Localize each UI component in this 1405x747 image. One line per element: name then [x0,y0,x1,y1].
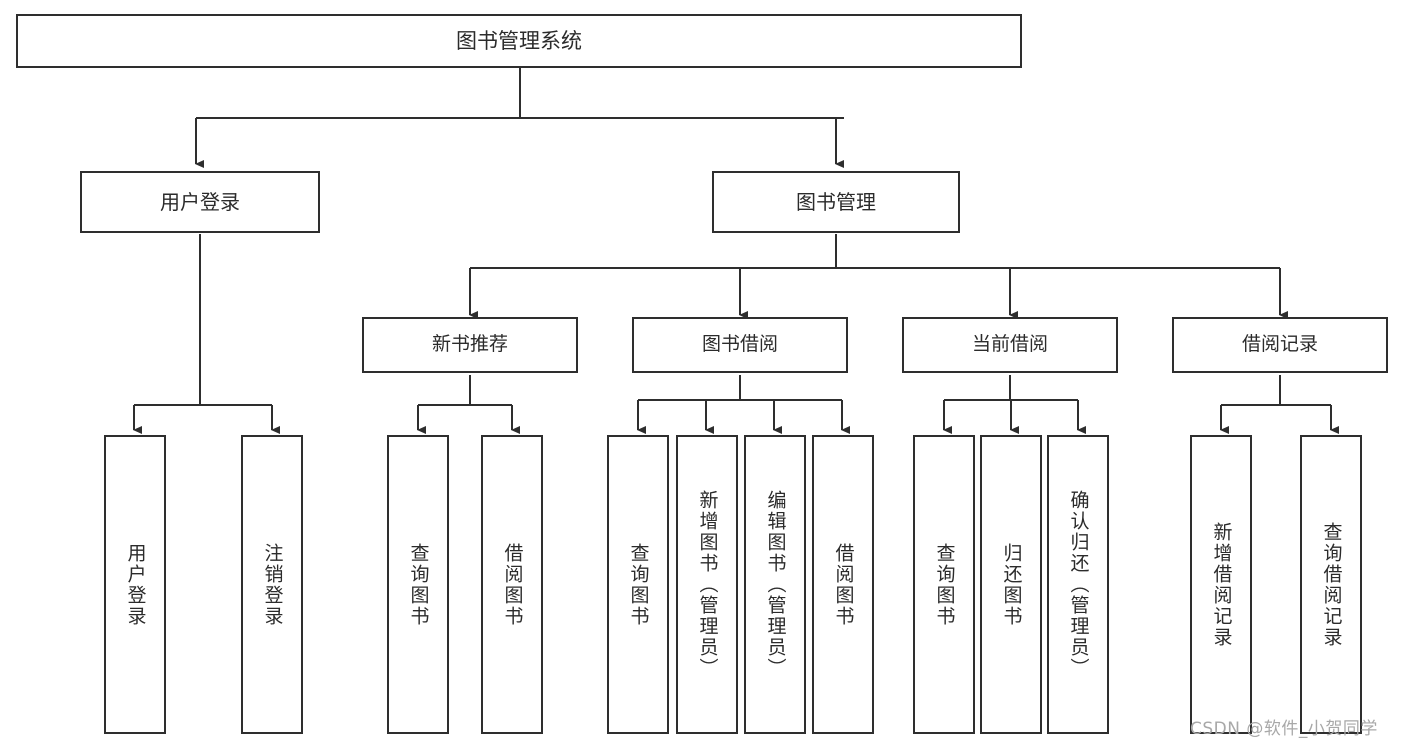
leaf-add-borrow-record[interactable]: 新增借阅记录 [1190,435,1252,734]
leaf-borrow-book[interactable]: 借阅图书 [812,435,874,734]
node-label: 借阅记录 [1241,333,1318,356]
leaf-edit-book-admin[interactable]: 编辑图书（管理员） [744,435,806,734]
node-label: 借阅图书 [832,542,855,627]
node-label: 图书管理 [796,189,876,214]
leaf-return-book[interactable]: 归还图书 [980,435,1042,734]
leaf-user-login[interactable]: 用户登录 [104,435,166,734]
node-label: 归还图书 [1000,542,1023,627]
leaf-borrow-book-recommend[interactable]: 借阅图书 [481,435,543,734]
leaf-logout[interactable]: 注销登录 [241,435,303,734]
node-user-login[interactable]: 用户登录 [80,171,320,233]
node-label: 新增借阅记录 [1210,521,1233,648]
node-label: 用户登录 [160,189,240,214]
node-current-borrow[interactable]: 当前借阅 [902,317,1118,373]
node-label: 确认归还（管理员） [1067,490,1090,679]
leaf-query-book-current[interactable]: 查询图书 [913,435,975,734]
node-book-management[interactable]: 图书管理 [712,171,960,233]
leaf-query-book-recommend[interactable]: 查询图书 [387,435,449,734]
node-label: 新书推荐 [431,333,508,356]
node-label: 新增图书（管理员） [696,490,719,679]
node-book-borrow[interactable]: 图书借阅 [632,317,848,373]
leaf-query-book-borrow[interactable]: 查询图书 [607,435,669,734]
node-borrow-record[interactable]: 借阅记录 [1172,317,1388,373]
node-label: 查询借阅记录 [1320,521,1343,648]
node-label: 查询图书 [407,542,430,627]
leaf-confirm-return-admin[interactable]: 确认归还（管理员） [1047,435,1109,734]
node-label: 当前借阅 [971,333,1048,356]
node-new-book-recommend[interactable]: 新书推荐 [362,317,578,373]
node-label: 图书管理系统 [456,28,582,53]
node-book-management-system[interactable]: 图书管理系统 [16,14,1022,68]
node-label: 查询图书 [627,542,650,627]
node-label: 注销登录 [261,542,284,627]
node-label: 编辑图书（管理员） [764,490,787,679]
leaf-query-borrow-record[interactable]: 查询借阅记录 [1300,435,1362,734]
node-label: 借阅图书 [501,542,524,627]
node-label: 查询图书 [933,542,956,627]
csdn-watermark: CSDN @软件_小贺同学 [1190,719,1378,739]
node-label: 图书借阅 [701,333,778,356]
leaf-add-book-admin[interactable]: 新增图书（管理员） [676,435,738,734]
node-label: 用户登录 [124,542,147,627]
